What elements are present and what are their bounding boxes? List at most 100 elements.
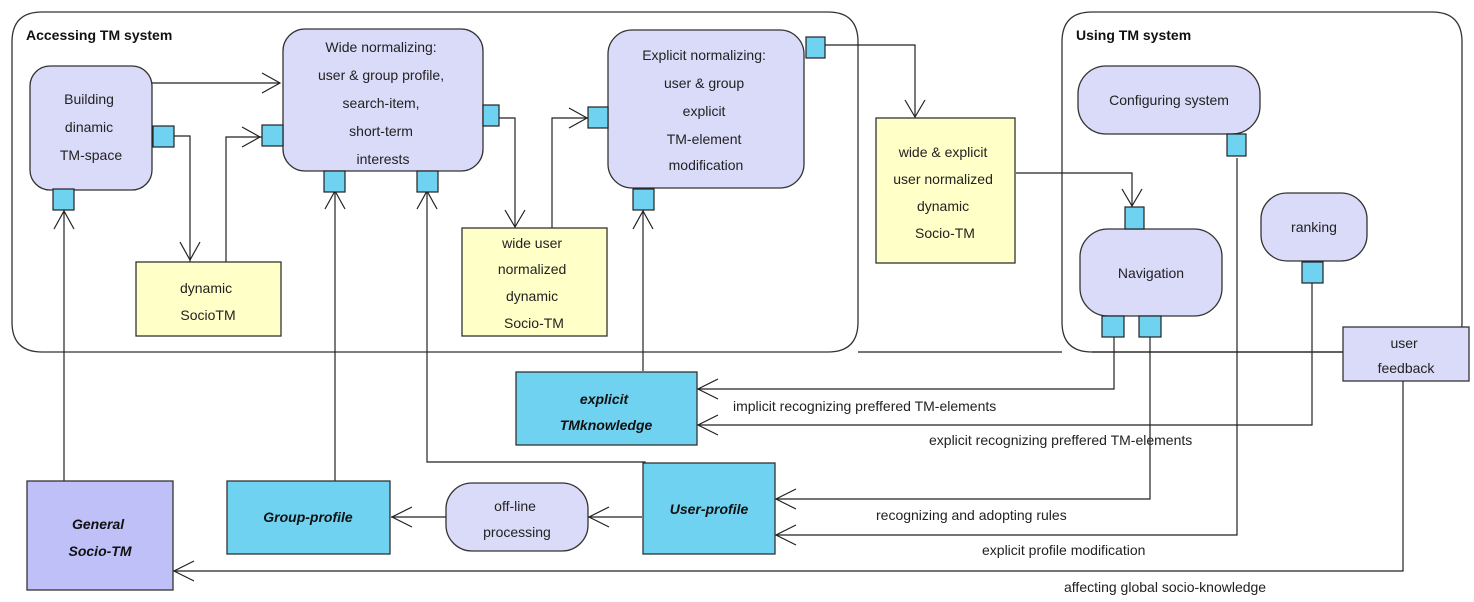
- frame-accessing-tm-system: Accessing TM system: [11, 11, 859, 353]
- activity-wide-normalizing[interactable]: Wide normalizing: user & group profile, …: [282, 28, 484, 172]
- label-global-socio-knowledge: affecting global socio-knowledge: [1064, 579, 1266, 595]
- arrowhead-icon: [696, 378, 719, 400]
- flow-wide-to-wideuser: [499, 117, 516, 228]
- activity-line: TM-space: [60, 147, 122, 163]
- label-recognizing-rules: recognizing and adopting rules: [876, 507, 1067, 523]
- svg-text:off-line processing: off-line processing: [483, 498, 551, 540]
- arrowhead-icon: [390, 506, 413, 528]
- svg-text:explicit TMknowledge: explicit TMknowledge: [560, 391, 653, 433]
- object-line: wide & explicit: [898, 144, 988, 160]
- arrowhead-icon: [587, 506, 610, 528]
- object-line: Socio-TM: [504, 315, 564, 331]
- object-line: dynamic: [917, 198, 969, 214]
- activity-line: modification: [669, 157, 744, 173]
- label-profile-modification: explicit profile modification: [982, 542, 1145, 558]
- pin-navigation-top[interactable]: [1124, 206, 1145, 230]
- activity-line: Building: [64, 91, 114, 107]
- store-line: explicit: [580, 391, 630, 407]
- activity-line: ranking: [1291, 219, 1337, 235]
- flow-implicit-recognizing: [697, 337, 1115, 390]
- flows: [63, 44, 1404, 572]
- store-explicit-tm-knowledge[interactable]: explicit TMknowledge: [515, 371, 698, 446]
- arrowhead-icon: [696, 414, 719, 436]
- arrowheads: [53, 72, 1143, 582]
- object-line: Socio-TM: [915, 225, 975, 241]
- pin-explicit-left[interactable]: [587, 106, 609, 129]
- frame-title-using: Using TM system: [1076, 27, 1191, 43]
- arrowhead-icon: [774, 524, 797, 546]
- activity-explicit-normalizing[interactable]: Explicit normalizing: user & group expli…: [607, 29, 805, 189]
- object-line: dynamic: [180, 280, 232, 296]
- arrowhead-icon: [261, 72, 282, 94]
- label-implicit-recognizing: implicit recognizing preffered TM-elemen…: [733, 398, 996, 414]
- activity-line: Navigation: [1118, 265, 1184, 281]
- object-wide-user-normalized[interactable]: wide user normalized dynamic Socio-TM: [461, 227, 608, 337]
- pin-wide-bottom-2[interactable]: [416, 170, 439, 193]
- flow-wideexplicit-to-navigation: [1016, 172, 1133, 207]
- object-wide-explicit-normalized[interactable]: wide & explicit user normalized dynamic …: [875, 117, 1016, 264]
- frame-title-accessing: Accessing TM system: [26, 27, 172, 43]
- svg-text:Wide normalizing: user &: Wide normalizing: user & group profile, …: [318, 39, 448, 167]
- flow-profile-modification: [775, 158, 1238, 536]
- pin-wide-right[interactable]: [482, 104, 500, 127]
- activity-navigation[interactable]: Navigation: [1079, 228, 1223, 317]
- flow-global-socio-knowledge: [173, 380, 1404, 572]
- arrowhead-icon: [774, 488, 797, 510]
- activity-configuring-system[interactable]: Configuring system: [1077, 65, 1261, 135]
- store-line: User-profile: [670, 501, 749, 517]
- arrowhead-icon: [904, 99, 926, 119]
- object-line: user: [1390, 335, 1418, 351]
- pin-configuring-bottom[interactable]: [1226, 133, 1247, 157]
- object-dynamic-sociotm[interactable]: dynamic SocioTM: [135, 261, 282, 337]
- pin-wide-bottom-1[interactable]: [323, 170, 346, 193]
- object-line: feedback: [1378, 360, 1436, 376]
- svg-text:wide & explicit user nor: wide & explicit user normalized dynamic …: [893, 144, 997, 241]
- pin-building-bottom[interactable]: [52, 188, 75, 211]
- object-line: dynamic: [506, 288, 558, 304]
- activity-ranking[interactable]: ranking: [1260, 192, 1368, 262]
- store-general-socio-tm[interactable]: General Socio-TM: [26, 480, 174, 591]
- object-user-feedback[interactable]: user feedback: [1342, 326, 1470, 382]
- activity-line: Explicit normalizing:: [642, 47, 766, 63]
- flow-wideuser-to-explicit: [551, 117, 588, 228]
- activity-line: Configuring system: [1109, 92, 1229, 108]
- activity-line: processing: [483, 524, 551, 540]
- activity-line: user & group: [664, 75, 744, 91]
- activity-building-tm-space[interactable]: Building dinamic TM-space: [29, 65, 153, 191]
- activity-offline-processing[interactable]: off-line processing: [445, 482, 589, 552]
- svg-text:user feedback: user feedback: [1378, 335, 1436, 376]
- arrowhead-icon: [179, 241, 201, 262]
- arrowhead-icon: [568, 107, 589, 129]
- store-line: Socio-TM: [69, 543, 132, 559]
- flow-building-to-dynamic: [174, 135, 191, 262]
- arrowhead-icon: [172, 560, 195, 582]
- activity-line: dinamic: [65, 119, 113, 135]
- object-line: user normalized: [893, 171, 993, 187]
- pin-explicit-top-right[interactable]: [805, 36, 826, 59]
- store-user-profile[interactable]: User-profile: [642, 462, 776, 555]
- flow-explicit-recognizing: [697, 282, 1313, 426]
- pin-navigation-bottom-2[interactable]: [1138, 315, 1162, 338]
- arrowhead-icon: [1121, 188, 1143, 208]
- svg-text:Explicit normalizing: us: Explicit normalizing: user & group expli…: [642, 47, 770, 173]
- object-line: wide user: [501, 235, 562, 251]
- activity-line: search-item,: [343, 95, 420, 111]
- arrowhead-icon: [632, 209, 654, 230]
- activity-line: Wide normalizing:: [325, 39, 436, 55]
- pin-wide-left[interactable]: [261, 124, 284, 147]
- pin-navigation-bottom-1[interactable]: [1101, 315, 1125, 338]
- arrowhead-icon: [53, 209, 75, 230]
- flow-labels: implicit recognizing preffered TM-elemen…: [733, 398, 1266, 595]
- object-line: SocioTM: [180, 307, 235, 323]
- pin-explicit-bottom[interactable]: [632, 188, 655, 211]
- store-line: General: [72, 516, 125, 532]
- pin-ranking-bottom[interactable]: [1301, 261, 1324, 284]
- store-group-profile[interactable]: Group-profile: [226, 480, 391, 555]
- pin-building-right[interactable]: [152, 125, 175, 148]
- svg-text:wide user normalized: wide user normalized dynamic Socio-TM: [498, 235, 570, 331]
- pins: [52, 36, 1324, 338]
- activity-line: TM-element: [667, 131, 742, 147]
- activity-line: user & group profile,: [318, 67, 444, 83]
- object-line: normalized: [498, 261, 566, 277]
